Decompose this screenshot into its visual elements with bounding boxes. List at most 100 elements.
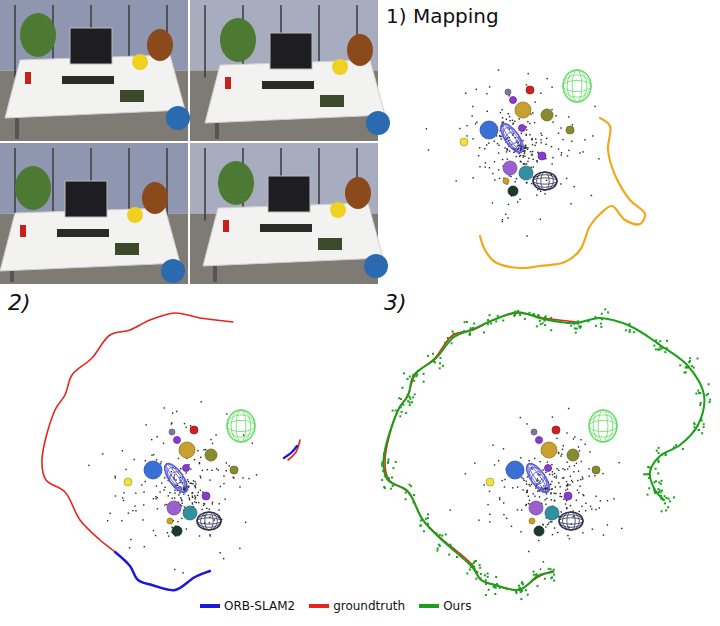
map-point	[550, 483, 551, 484]
ours-point	[666, 340, 668, 342]
map-point	[558, 453, 559, 454]
photo-stand	[14, 5, 16, 78]
ours-point	[533, 574, 535, 576]
ours-point	[513, 589, 515, 591]
ours-point	[383, 452, 385, 454]
map-point	[209, 479, 210, 480]
map-point	[584, 139, 585, 140]
map-point	[203, 503, 204, 504]
ours-point	[464, 321, 466, 323]
map-point	[584, 444, 585, 445]
object-ellipsoid	[519, 166, 533, 180]
map-point	[602, 473, 603, 474]
ours-point	[466, 572, 468, 574]
map-point	[210, 535, 211, 536]
ours-point	[409, 398, 411, 400]
map-point	[526, 483, 527, 484]
map-point	[547, 524, 548, 525]
photo-keyboard	[62, 76, 114, 84]
map-point	[562, 468, 563, 469]
map-point	[514, 181, 515, 182]
object-ellipsoid	[552, 426, 560, 434]
map-point	[561, 154, 562, 155]
ours-point	[499, 587, 501, 589]
ours-point	[490, 322, 492, 324]
photo-bear	[345, 177, 371, 209]
map-point	[509, 116, 510, 117]
map-point	[516, 156, 517, 157]
ours-point	[470, 327, 472, 329]
ours-point	[524, 318, 526, 320]
object-ellipsoid	[541, 109, 553, 121]
map-point	[531, 138, 532, 139]
map-point	[492, 445, 493, 446]
ours-point	[518, 585, 520, 587]
map-point	[564, 469, 565, 470]
map-point	[197, 450, 198, 451]
map-point	[478, 155, 479, 156]
map-point	[168, 495, 169, 496]
wire-line	[533, 175, 557, 188]
wire-line	[197, 515, 221, 528]
map-point	[537, 152, 538, 153]
ours-point	[514, 314, 516, 316]
map-point	[520, 457, 521, 458]
map-point	[476, 121, 477, 122]
map-point	[143, 491, 144, 492]
ours-point	[469, 569, 471, 571]
ours-point	[485, 579, 487, 581]
ours-point	[698, 429, 700, 431]
map-point	[177, 521, 178, 522]
map-point	[547, 461, 548, 462]
wireframe-ellipsoid	[197, 512, 221, 530]
map-point	[517, 145, 518, 146]
map-point	[200, 490, 201, 491]
map-point	[538, 540, 539, 541]
map-point	[185, 472, 186, 473]
ours-point	[381, 479, 383, 481]
map-point	[212, 443, 213, 444]
map-point	[531, 484, 532, 485]
photo-plant	[20, 13, 56, 57]
ours-point	[497, 317, 499, 319]
map-point	[531, 153, 532, 154]
map-point	[508, 204, 509, 205]
map-point	[190, 468, 191, 469]
map-point	[555, 493, 556, 494]
photo-monitor	[270, 33, 312, 69]
map-point	[552, 474, 553, 475]
ours-point	[600, 323, 602, 325]
ours-point	[487, 319, 489, 321]
photo-monitor	[268, 176, 310, 212]
map-point	[558, 482, 559, 483]
map-point	[218, 509, 219, 510]
ours-point	[695, 393, 697, 395]
ours-point	[534, 577, 536, 579]
map-point	[226, 413, 227, 414]
map-point	[163, 443, 164, 444]
map-point	[527, 149, 528, 150]
photo-keyboard	[260, 224, 312, 232]
ours-point	[403, 372, 405, 374]
ours-point	[537, 314, 539, 316]
map-point	[528, 460, 529, 461]
ours-point	[647, 494, 649, 496]
photo	[0, 143, 188, 284]
map-point	[570, 476, 571, 477]
map-point	[551, 86, 552, 87]
map-point	[551, 464, 552, 465]
map-point	[531, 183, 532, 184]
map-point	[555, 486, 556, 487]
ours-point	[688, 361, 690, 363]
photo-keyboard	[262, 81, 314, 89]
ours-point	[483, 331, 485, 333]
map-point	[552, 471, 553, 472]
map-point	[198, 492, 199, 493]
map-point	[568, 408, 569, 409]
map-point	[554, 500, 555, 501]
object-ellipsoid	[503, 161, 517, 175]
ours-point	[450, 544, 452, 546]
ours-point	[633, 331, 635, 333]
map-point	[566, 485, 567, 486]
